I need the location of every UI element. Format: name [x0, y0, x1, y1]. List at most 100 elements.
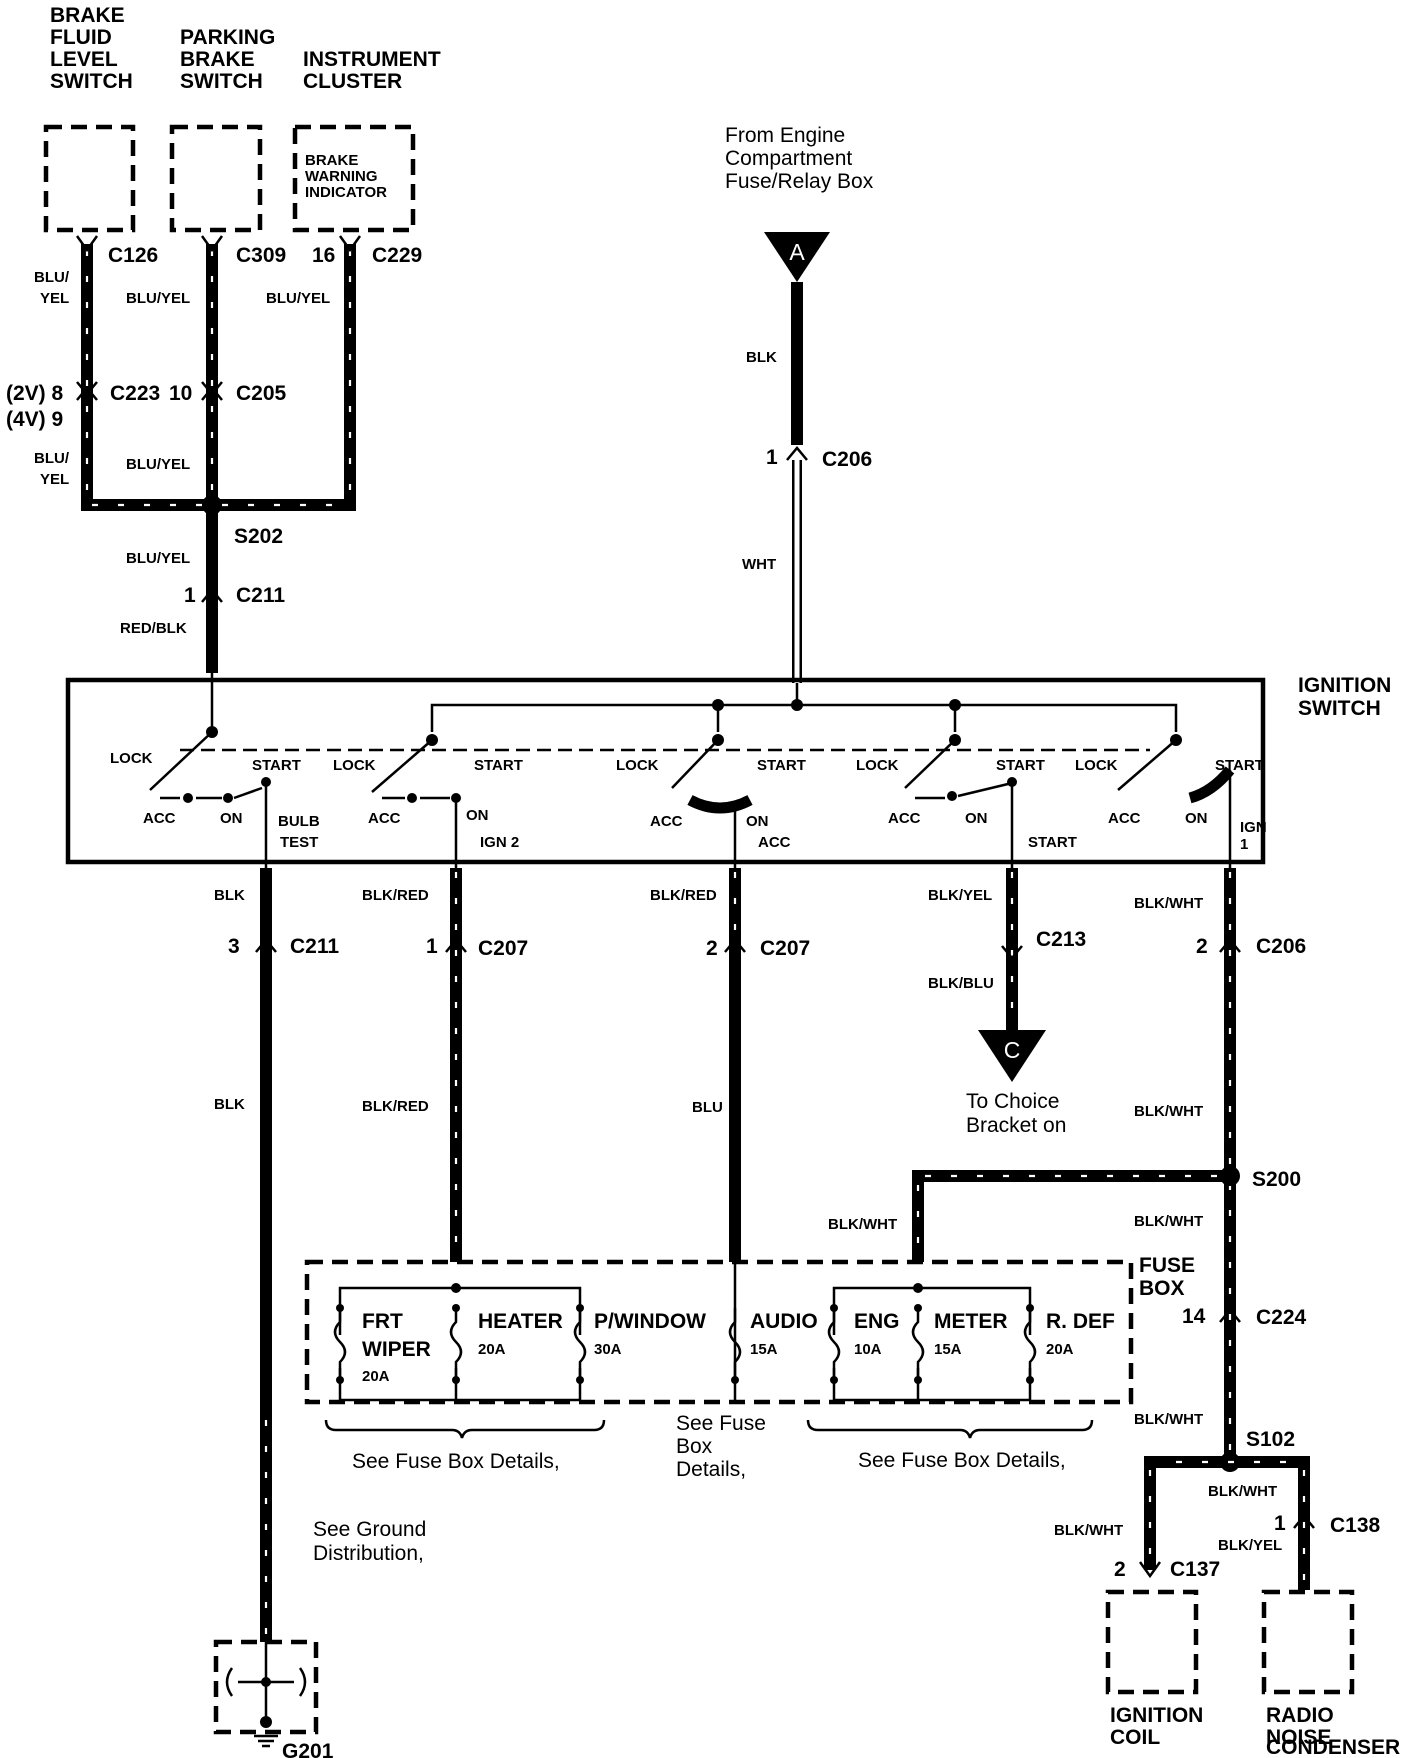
svg-text:RADIO: RADIO: [1266, 1704, 1334, 1727]
svg-text:SWITCH: SWITCH: [50, 70, 133, 93]
svg-text:20A: 20A: [1046, 1341, 1074, 1358]
parking-brake-switch-label: PARKING BRAKE SWITCH: [180, 26, 275, 93]
svg-text:30A: 30A: [594, 1341, 622, 1358]
to-choice-bracket-label: To Choice Bracket on: [966, 1090, 1066, 1137]
radio-noise-condenser-label: RADIO NOISE CONDENSER: [1266, 1704, 1400, 1758]
wire-color-label: BLK/WHT: [828, 1216, 897, 1233]
svg-text:BRAKE: BRAKE: [305, 152, 358, 169]
svg-text:See Ground: See Ground: [313, 1518, 426, 1541]
svg-text:A: A: [789, 239, 805, 265]
wire-color-label: BLU/: [34, 269, 70, 286]
switch-label-lock: LOCK: [856, 757, 899, 774]
svg-text:IGNITION: IGNITION: [1298, 674, 1391, 697]
svg-text:C205: C205: [236, 382, 287, 405]
svg-text:BRAKE: BRAKE: [180, 48, 255, 71]
svg-text:(4V) 9: (4V) 9: [6, 408, 63, 431]
switch-label-lock: LOCK: [333, 757, 376, 774]
svg-text:20A: 20A: [478, 1341, 506, 1358]
svg-text:FRT: FRT: [362, 1310, 403, 1333]
wire-color-label: BLU/YEL: [126, 456, 190, 473]
connector-c205: 10 C205: [169, 381, 287, 405]
svg-text:1: 1: [426, 935, 438, 958]
svg-text:Fuse/Relay Box: Fuse/Relay Box: [725, 170, 874, 193]
svg-text:From Engine: From Engine: [725, 124, 845, 147]
svg-text:COIL: COIL: [1110, 1726, 1160, 1749]
svg-text:METER: METER: [934, 1310, 1008, 1333]
svg-text:2: 2: [1114, 1558, 1126, 1581]
svg-text:15A: 15A: [750, 1341, 778, 1358]
wire-color-label: BLK/RED: [362, 887, 429, 904]
ignition-coil-label: IGNITION COIL: [1110, 1704, 1203, 1749]
svg-text:PARKING: PARKING: [180, 26, 275, 49]
svg-text:R. DEF: R. DEF: [1046, 1310, 1115, 1333]
fuse-details-note-right: See Fuse Box Details,: [858, 1449, 1066, 1472]
switch-label-acc: ACC: [650, 813, 683, 830]
svg-text:1: 1: [766, 446, 778, 469]
svg-text:WIPER: WIPER: [362, 1338, 431, 1361]
svg-text:HEATER: HEATER: [478, 1310, 563, 1333]
wire-color-label: WHT: [742, 556, 776, 573]
svg-text:1: 1: [1274, 1512, 1286, 1535]
svg-text:(2V) 8: (2V) 8: [6, 382, 64, 405]
wire-color-label: BLU/YEL: [126, 550, 190, 567]
svg-text:INDICATOR: INDICATOR: [305, 184, 387, 201]
wire-color-label: YEL: [40, 471, 69, 488]
wire-color-label: BLK/BLU: [928, 975, 994, 992]
fuse-details-note-left: See Fuse Box Details,: [352, 1450, 560, 1473]
instrument-cluster-box: [292, 124, 416, 233]
wire-color-label: BLK/YEL: [928, 887, 992, 904]
svg-text:C207: C207: [760, 937, 810, 960]
switch-label-lock: LOCK: [1075, 757, 1118, 774]
fuse-p-window: P/WINDOW 30A: [573, 1304, 706, 1384]
switch-label-ign2: IGN 2: [480, 834, 519, 851]
svg-text:10A: 10A: [854, 1341, 882, 1358]
connector-c211-bottom: 3 C211: [228, 935, 339, 958]
ignition-switch-box: [65, 677, 1266, 865]
wire-color-label: YEL: [40, 290, 69, 307]
switch-label-on: ON: [965, 810, 988, 827]
splice-s102-label: S102: [1246, 1428, 1295, 1451]
switch-label-start: START: [757, 757, 806, 774]
svg-text:C224: C224: [1256, 1306, 1307, 1329]
connector-c211-top: 1 C211: [184, 584, 285, 607]
svg-text:SWITCH: SWITCH: [1298, 697, 1381, 720]
connector-c213: C213: [1001, 928, 1086, 960]
svg-text:BOX: BOX: [1139, 1277, 1185, 1300]
svg-text:C126: C126: [108, 244, 158, 267]
svg-text:C229: C229: [372, 244, 422, 267]
wire-color-label: BLK/YEL: [1218, 1537, 1282, 1554]
ground-distribution-note: See Ground Distribution,: [313, 1518, 426, 1565]
switch-label-acc: ACC: [143, 810, 176, 827]
svg-text:ENG: ENG: [854, 1310, 900, 1333]
fuse-heater: HEATER 20A: [449, 1304, 563, 1384]
connector-c229: 16 C229: [312, 235, 422, 267]
switch-label-start-out: START: [1028, 834, 1077, 851]
svg-text:Distribution,: Distribution,: [313, 1542, 424, 1565]
svg-text:INSTRUMENT: INSTRUMENT: [303, 48, 441, 71]
switch-label-acc: ACC: [368, 810, 401, 827]
ground-g201: G201: [213, 1639, 334, 1758]
svg-text:3: 3: [228, 935, 240, 958]
svg-text:16: 16: [312, 244, 335, 267]
connector-a: A: [764, 232, 830, 282]
svg-text:14: 14: [1182, 1305, 1206, 1328]
wire-color-label: BLK/WHT: [1054, 1522, 1123, 1539]
switch-label-ign1: 1: [1240, 836, 1248, 853]
svg-text:15A: 15A: [934, 1341, 962, 1358]
fuse-box: [304, 1259, 1134, 1405]
svg-text:C211: C211: [290, 935, 339, 958]
wire-color-label: BLK/RED: [650, 887, 717, 904]
instrument-cluster-label: INSTRUMENT CLUSTER: [303, 48, 441, 93]
switch-label-bulb-test: TEST: [280, 834, 318, 851]
svg-text:Compartment: Compartment: [725, 147, 852, 170]
ignition-coil-box: [1105, 1589, 1199, 1695]
wire-color-label: BLK: [746, 349, 777, 366]
switch-label-acc: ACC: [1108, 810, 1141, 827]
svg-text:C309: C309: [236, 244, 286, 267]
brake-fluid-switch-box: [43, 124, 136, 233]
switch-label-acc: ACC: [888, 810, 921, 827]
fuse-audio: AUDIO 15A: [728, 1308, 818, 1384]
wire-color-label: BLK/WHT: [1134, 1411, 1203, 1428]
wire-color-label: BLK/WHT: [1134, 1213, 1203, 1230]
radio-noise-condenser-box: [1261, 1589, 1355, 1695]
